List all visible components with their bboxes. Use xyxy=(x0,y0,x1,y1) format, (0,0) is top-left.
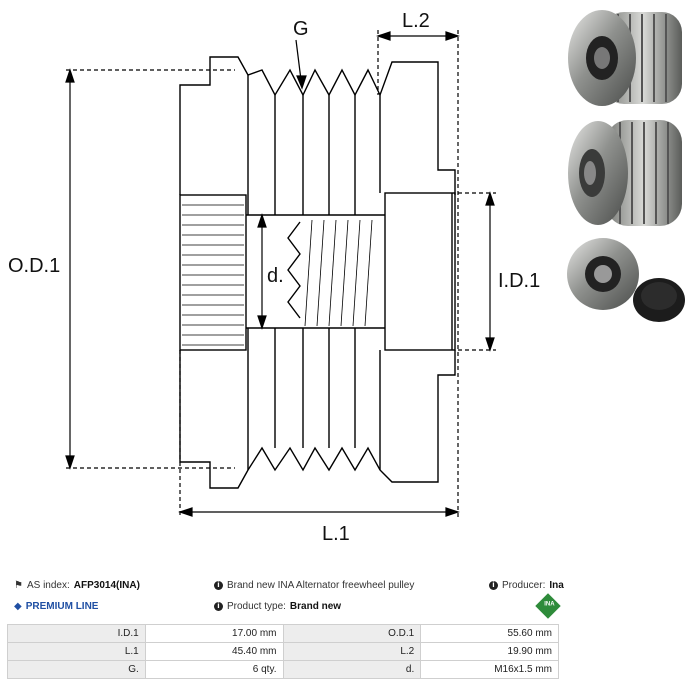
specs-table: I.D.1 17.00 mm O.D.1 55.60 mm L.1 45.40 … xyxy=(7,624,559,679)
table-row: I.D.1 17.00 mm O.D.1 55.60 mm xyxy=(7,624,559,643)
info-icon: i xyxy=(214,602,223,611)
info-icon: i xyxy=(214,581,223,590)
spec-value: M16x1.5 mm xyxy=(420,660,559,679)
ina-logo: INA xyxy=(535,593,561,619)
label-g: G xyxy=(293,18,309,40)
spec-label: O.D.1 xyxy=(282,624,422,643)
as-index-label: AS index: xyxy=(26,580,70,591)
producer-value: Ina xyxy=(549,580,564,591)
label-id1: I.D.1 xyxy=(498,270,540,292)
as-index-value: AFP3014(INA) xyxy=(73,580,140,591)
spec-value: 55.60 mm xyxy=(420,624,559,643)
thread-profile xyxy=(287,221,301,319)
producer: i Producer: Ina xyxy=(489,580,564,591)
product-type-value: Brand new xyxy=(289,601,342,612)
spec-value: 17.00 mm xyxy=(144,624,284,643)
as-index: ⚑ AS index: AFP3014(INA) xyxy=(14,580,140,591)
table-row: G. 6 qty. d. M16x1.5 mm xyxy=(7,660,559,679)
spec-label: d. xyxy=(282,660,422,679)
description: i Brand new INA Alternator freewheel pul… xyxy=(214,580,414,591)
product-type: i Product type: Brand new xyxy=(214,601,341,612)
product-photo-1 xyxy=(568,10,682,106)
table-row: L.1 45.40 mm L.2 19.90 mm xyxy=(7,642,559,661)
bore-right-cap xyxy=(384,192,456,351)
label-l2: L.2 xyxy=(402,10,430,32)
premium-line-label: PREMIUM LINE xyxy=(25,601,99,612)
description-text: Brand new INA Alternator freewheel pulle… xyxy=(227,580,415,591)
pulley-outline-bottom xyxy=(179,350,456,489)
product-photo-2 xyxy=(568,120,682,226)
product-type-label: Product type: xyxy=(227,601,286,612)
product-photo-3 xyxy=(567,238,685,322)
spec-value: 45.40 mm xyxy=(144,642,284,661)
pulley-outline-top xyxy=(179,56,456,195)
pulley-technical-drawing: G L.2 O.D.1 d. I.D.1 L.1 xyxy=(8,10,685,545)
spec-label: I.D.1 xyxy=(7,624,146,643)
spec-label: L.1 xyxy=(7,642,146,661)
label-l1: L.1 xyxy=(322,523,350,545)
knurled-hub xyxy=(179,194,247,351)
ina-logo-text: INA xyxy=(544,601,555,608)
label-d: d. xyxy=(267,265,284,287)
info-icon: i xyxy=(489,581,498,590)
spec-value: 19.90 mm xyxy=(420,642,559,661)
spec-label: G. xyxy=(7,660,146,679)
spec-value: 6 qty. xyxy=(144,660,284,679)
label-od1: O.D.1 xyxy=(8,255,60,277)
spec-label: L.2 xyxy=(282,642,422,661)
producer-label: Producer: xyxy=(502,580,546,591)
premium-line: ◆ PREMIUM LINE xyxy=(14,601,98,612)
diamond-icon: ◆ xyxy=(14,601,22,612)
tag-icon: ⚑ xyxy=(14,580,23,591)
